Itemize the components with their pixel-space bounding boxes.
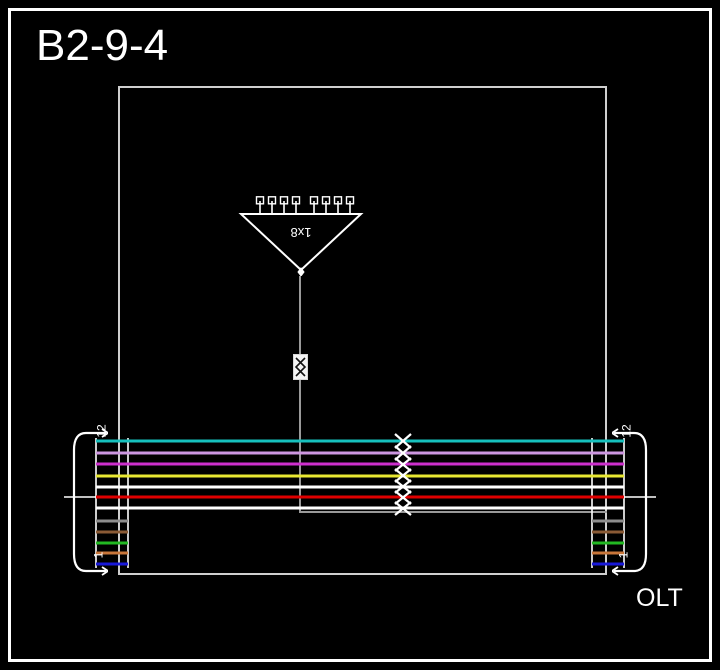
right-bracket-path <box>614 431 648 573</box>
bowtie-icon <box>294 357 307 377</box>
splitter-input-node <box>297 267 305 276</box>
splitter-1x8[interactable]: 1x8 <box>238 196 364 276</box>
splice-x-marks <box>394 433 412 516</box>
page-title: B2-9-4 <box>36 21 169 70</box>
splice-x-4 <box>394 468 412 483</box>
right-stub-fibers <box>592 519 624 566</box>
right-bundle-bottom-count: 1 <box>616 551 631 559</box>
left-bracket-arrow-top <box>101 428 108 438</box>
splice-x-2 <box>394 445 412 461</box>
left-stub-fibers <box>96 519 128 566</box>
splitter-body <box>238 213 364 272</box>
right-bracket-arrow-bottom <box>612 566 619 576</box>
left-bracket-path <box>72 431 106 573</box>
bundle-rails <box>95 438 625 568</box>
splice-x-5 <box>394 479 412 494</box>
left-bundle-bracket[interactable] <box>72 428 108 576</box>
right-bracket-arrow-top <box>612 428 619 438</box>
splice-x-7 <box>394 501 412 516</box>
splice-x-3 <box>394 457 412 472</box>
through-fibers <box>96 439 624 510</box>
left-bracket-arrow-bottom <box>101 566 108 576</box>
splice-x-1 <box>394 433 412 449</box>
right-bundle-bracket[interactable] <box>612 428 648 576</box>
inline-connector[interactable] <box>293 354 308 380</box>
outer-frame <box>8 8 712 662</box>
right-bundle-top-count: 12 <box>619 424 634 438</box>
olt-label: OLT <box>636 584 683 612</box>
left-bundle-top-count: 12 <box>94 424 109 438</box>
left-bundle-bottom-count: 1 <box>91 551 106 559</box>
enclosure-rectangle <box>118 86 607 575</box>
splice-x-6 <box>394 490 412 505</box>
splitter-port-terminals <box>255 196 355 205</box>
